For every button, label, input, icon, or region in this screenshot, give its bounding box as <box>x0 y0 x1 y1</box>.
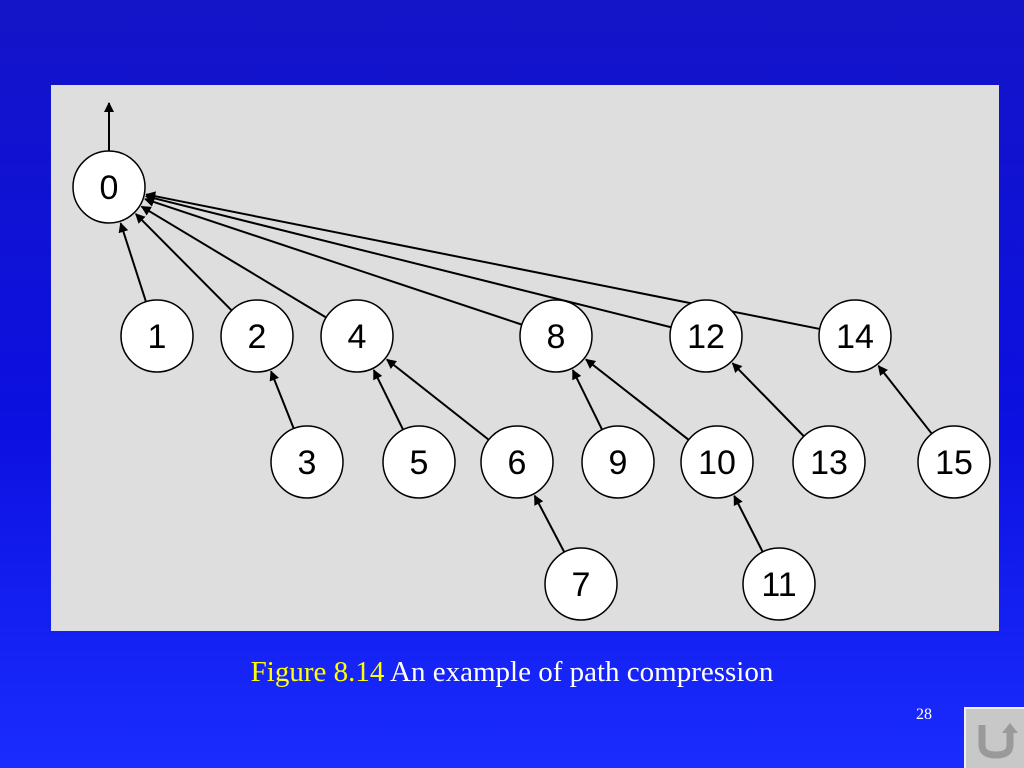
tree-node-15: 15 <box>917 425 991 499</box>
return-button[interactable] <box>964 707 1024 768</box>
edge-4-to-0 <box>140 205 327 319</box>
node-circle <box>519 299 593 373</box>
node-circle <box>917 425 991 499</box>
node-circle <box>270 425 344 499</box>
node-circle <box>72 150 146 224</box>
tree-node-10: 10 <box>680 425 754 499</box>
tree-node-3: 3 <box>270 425 344 499</box>
edge-12-to-0 <box>144 193 672 329</box>
node-label: 15 <box>935 444 973 482</box>
node-label: 2 <box>248 318 267 356</box>
node-circle <box>680 425 754 499</box>
tree-node-9: 9 <box>581 425 655 499</box>
node-circle <box>220 299 294 373</box>
node-label: 6 <box>508 444 527 482</box>
tree-node-2: 2 <box>220 299 294 373</box>
tree-node-4: 4 <box>320 299 394 373</box>
node-label: 13 <box>810 444 848 482</box>
node-circle <box>792 425 866 499</box>
node-circle <box>581 425 655 499</box>
node-label: 12 <box>687 318 725 356</box>
tree-node-12: 12 <box>669 299 743 373</box>
edge-7-to-6 <box>533 494 566 553</box>
edge-6-to-4 <box>386 358 490 441</box>
edge-15-to-14 <box>877 365 933 435</box>
node-circle <box>382 425 456 499</box>
node-label: 1 <box>148 318 167 356</box>
node-circle <box>818 299 892 373</box>
edge-3-to-2 <box>269 370 295 429</box>
edge-13-to-12 <box>731 362 805 437</box>
figure-caption: Figure 8.14 An example of path compressi… <box>0 656 1024 689</box>
tree-node-7: 7 <box>544 547 618 621</box>
tree-node-14: 14 <box>818 299 892 373</box>
node-label: 4 <box>348 318 367 356</box>
tree-node-0: 0 <box>72 150 146 224</box>
node-label: 5 <box>410 444 429 482</box>
edge-10-to-8 <box>585 358 690 441</box>
tree-node-5: 5 <box>382 425 456 499</box>
tree-node-13: 13 <box>792 425 866 499</box>
edge-9-to-8 <box>571 369 604 431</box>
node-circle <box>120 299 194 373</box>
node-label: 14 <box>836 318 874 356</box>
node-label: 11 <box>761 566 796 604</box>
tree-node-8: 8 <box>519 299 593 373</box>
node-circle <box>320 299 394 373</box>
node-circle <box>742 547 816 621</box>
node-label: 0 <box>100 169 119 207</box>
node-label: 8 <box>547 318 566 356</box>
edge-8-to-0 <box>144 197 523 326</box>
node-label: 10 <box>698 444 736 482</box>
caption-text: An example of path compression <box>390 656 774 688</box>
edge-2-to-0 <box>135 213 233 312</box>
node-label: 9 <box>609 444 628 482</box>
edge-11-to-10 <box>733 494 764 553</box>
figure-label: Figure 8.14 <box>250 656 385 688</box>
node-label: 3 <box>298 444 317 482</box>
node-circle <box>480 425 554 499</box>
tree-node-1: 1 <box>120 299 194 373</box>
node-circle <box>669 299 743 373</box>
edge-1-to-0 <box>118 222 147 303</box>
page-number: 28 <box>916 706 932 723</box>
return-icon <box>978 723 1018 759</box>
node-circle <box>544 547 618 621</box>
node-label: 7 <box>572 566 591 604</box>
tree-node-11: 11 <box>742 547 816 621</box>
tree-node-6: 6 <box>480 425 554 499</box>
edge-5-to-4 <box>372 369 405 431</box>
